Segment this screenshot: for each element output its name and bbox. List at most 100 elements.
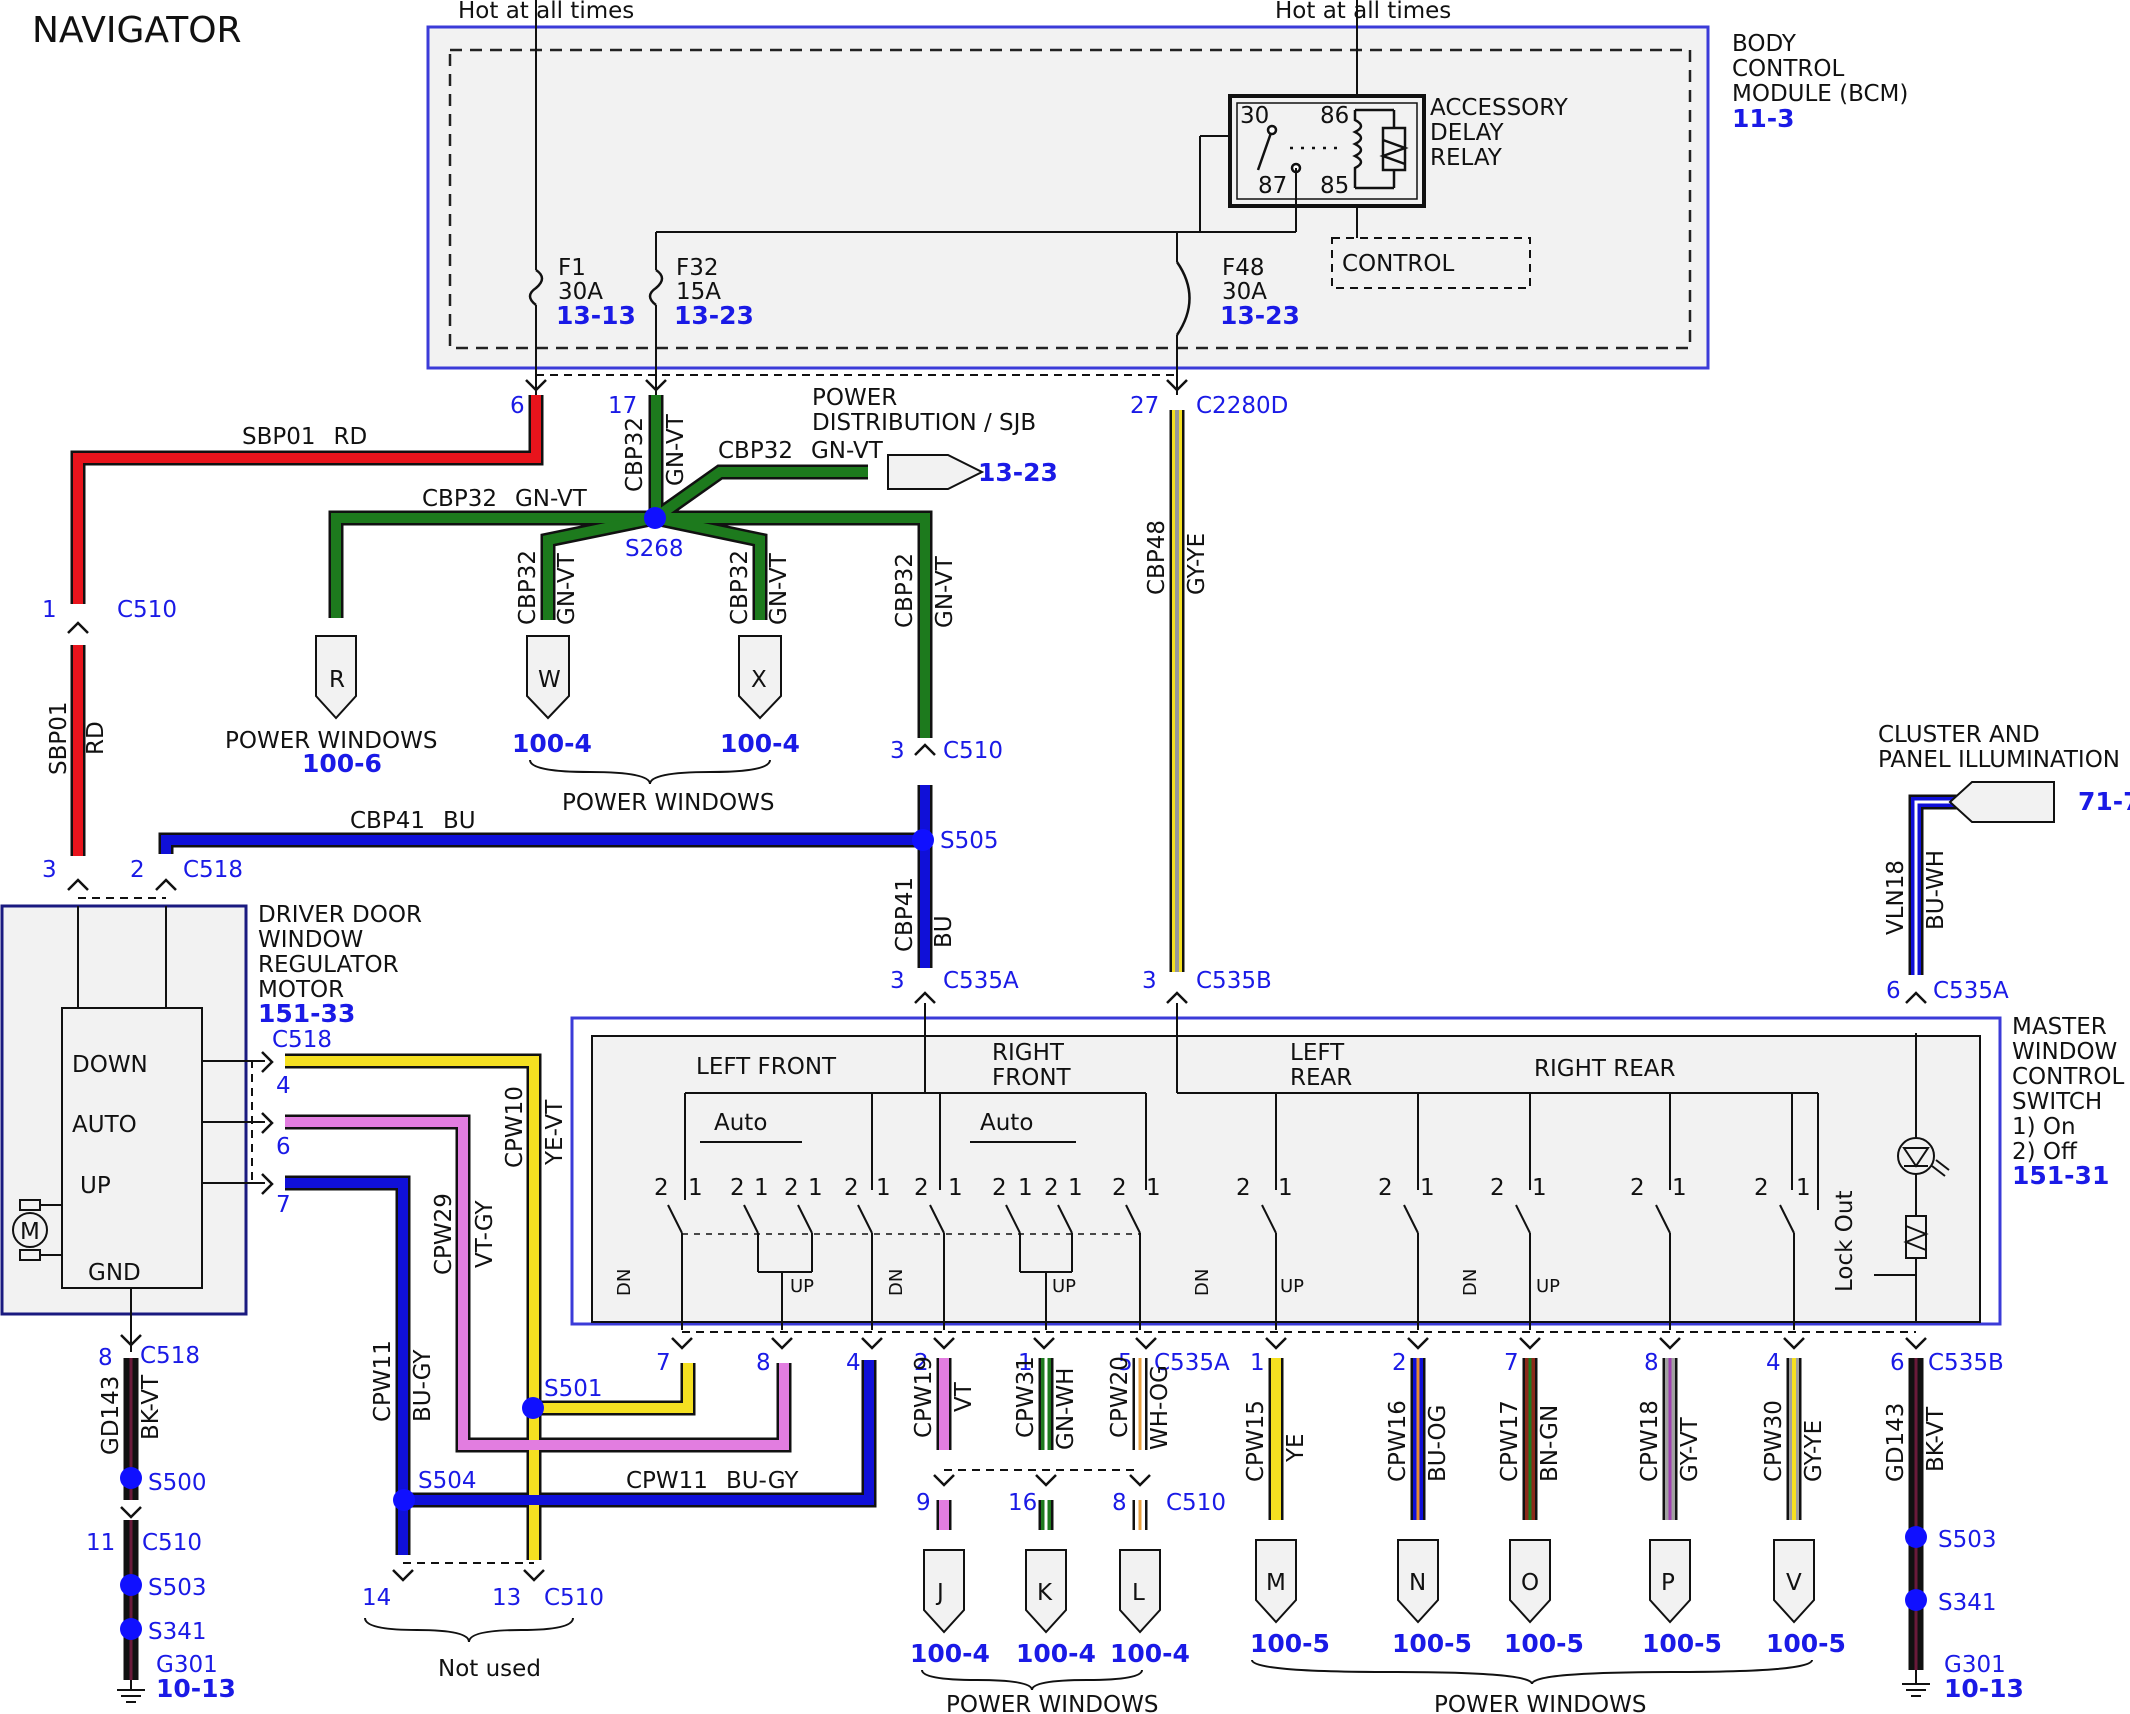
svg-text:2: 2 — [844, 1175, 859, 1201]
connector-v-ref[interactable]: 100-5 — [1766, 1629, 1846, 1658]
relay-inner-box — [1236, 102, 1418, 200]
master-ref[interactable]: 151-31 — [2012, 1161, 2109, 1190]
driver-motor-name-2: WINDOW — [258, 927, 363, 953]
pin-1-c510: 1 — [42, 597, 57, 623]
fuse-f1-ref[interactable]: 13-13 — [556, 301, 636, 330]
connector-w-ref[interactable]: 100-4 — [512, 729, 592, 758]
svg-text:2: 2 — [784, 1175, 799, 1201]
c510-label-cbp41: C510 — [943, 738, 1003, 764]
connector-p-ref[interactable]: 100-5 — [1642, 1629, 1722, 1658]
bcm-ref[interactable]: 11-3 — [1732, 104, 1795, 133]
master-name-5: 1) On — [2012, 1114, 2076, 1140]
fuse-f32-ref[interactable]: 13-23 — [674, 301, 754, 330]
connector-x-ref[interactable]: 100-4 — [720, 729, 800, 758]
connector-o-letter: O — [1521, 1570, 1539, 1596]
svg-text:VLN18: VLN18 — [1883, 860, 1909, 935]
fuse-f48-ref[interactable]: 13-23 — [1220, 301, 1300, 330]
s500-label: S500 — [148, 1470, 207, 1496]
bcm-box — [426, 25, 1710, 370]
s503-left-label: S503 — [148, 1575, 207, 1601]
svg-text:BN-GN: BN-GN — [1537, 1405, 1563, 1482]
driver-motor-name-1: DRIVER DOOR — [258, 902, 422, 928]
svg-text:CPW29: CPW29 — [431, 1193, 457, 1275]
g301-right-ref[interactable]: 10-13 — [1944, 1674, 2024, 1703]
master-name-3: CONTROL — [2012, 1064, 2125, 1090]
cluster-ref[interactable]: 71-7 — [2078, 787, 2130, 816]
master-input-arrows — [914, 991, 1927, 1004]
wire-sbp01-red — [70, 395, 544, 856]
fuse-f1-name: F1 — [558, 255, 586, 281]
brace-jkl — [921, 1669, 1143, 1691]
power-dist-ref[interactable]: 13-23 — [978, 458, 1058, 487]
svg-text:VT-GY: VT-GY — [472, 1200, 498, 1268]
svg-text:CBP48: CBP48 — [1144, 520, 1170, 595]
svg-text:CBP32: CBP32 — [727, 550, 753, 625]
svg-text:1: 1 — [1068, 1175, 1083, 1201]
svg-text:2: 2 — [1236, 1175, 1251, 1201]
pin-3-c518: 3 — [42, 857, 57, 883]
svg-text:1: 1 — [1532, 1175, 1547, 1201]
driver-motor-ref[interactable]: 151-33 — [258, 999, 355, 1028]
connector-m-letter: M — [1266, 1570, 1286, 1596]
svg-text:7: 7 — [656, 1350, 671, 1376]
svg-text:GN-VT: GN-VT — [766, 552, 792, 625]
master-switch-inner — [591, 1035, 1981, 1323]
pin-3-c535a: 3 — [890, 968, 905, 994]
svg-text:CPW10: CPW10 — [502, 1086, 528, 1168]
connector-w-letter: W — [538, 667, 561, 693]
connector-j-ref[interactable]: 100-4 — [910, 1639, 990, 1668]
control-label: CONTROL — [1342, 251, 1455, 277]
svg-text:GD143: GD143 — [98, 1376, 124, 1455]
splice-s504 — [393, 1489, 415, 1511]
svg-text:CPW20: CPW20 — [1107, 1356, 1133, 1438]
svg-text:WH-OG: WH-OG — [1147, 1365, 1173, 1450]
splice-s505 — [912, 829, 934, 851]
section-left-front: LEFT FRONT — [696, 1054, 837, 1080]
bcm-name-3: MODULE (BCM) — [1732, 81, 1908, 107]
svg-text:2: 2 — [992, 1175, 1007, 1201]
connector-n-ref[interactable]: 100-5 — [1392, 1629, 1472, 1658]
svg-text:CPW30: CPW30 — [1761, 1400, 1787, 1482]
auto-label-rf: Auto — [980, 1110, 1033, 1136]
connector-shapes-bottom — [923, 1539, 1815, 1634]
svg-text:SBP01: SBP01 — [46, 701, 72, 775]
connector-r-ref[interactable]: 100-6 — [302, 749, 382, 778]
svg-text:8: 8 — [1644, 1350, 1659, 1376]
switch-dn-lr: DN — [1192, 1269, 1213, 1296]
cbp32-label-w: CBP32 — [515, 550, 541, 625]
driver-input-up: UP — [80, 1173, 111, 1199]
connector-k-ref[interactable]: 100-4 — [1016, 1639, 1096, 1668]
sbp01-color-vert: RD — [83, 721, 109, 755]
c510-label-not-used: C510 — [544, 1585, 604, 1611]
c518-arrow-gnd — [120, 1334, 142, 1347]
connector-o-ref[interactable]: 100-5 — [1504, 1629, 1584, 1658]
relay-name-3: RELAY — [1430, 145, 1503, 171]
g301-left-ref[interactable]: 10-13 — [156, 1674, 236, 1703]
cluster-line-2: PANEL ILLUMINATION — [1878, 747, 2120, 773]
switch-up-rf: UP — [1052, 1276, 1076, 1297]
svg-text:2: 2 — [1754, 1175, 1769, 1201]
connector-m-ref[interactable]: 100-5 — [1250, 1629, 1330, 1658]
power-windows-label-mv: POWER WINDOWS — [1434, 1692, 1646, 1714]
g301-left-label: G301 — [156, 1652, 218, 1678]
ground-icon-left — [117, 1680, 145, 1703]
pin-8-c518: 8 — [98, 1345, 113, 1371]
connector-l-ref[interactable]: 100-4 — [1110, 1639, 1190, 1668]
connector-x-letter: X — [751, 667, 767, 693]
ground-icon-right — [1902, 1670, 1930, 1697]
svg-text:CBP32: CBP32 — [622, 417, 648, 492]
relay-pin-30: 30 — [1240, 103, 1269, 129]
driver-input-gnd: GND — [88, 1260, 141, 1286]
vln18-label: VLN18 — [1883, 860, 1909, 935]
output-wire-labels: CPW19 VT CPW31 GN-WH CPW20 WH-OG CPW15 Y… — [911, 1356, 1827, 1482]
svg-text:BK-VT: BK-VT — [1923, 1406, 1949, 1472]
svg-text:CPW11: CPW11 — [370, 1340, 396, 1422]
svg-text:1: 1 — [754, 1175, 769, 1201]
s341-left-label: S341 — [148, 1619, 207, 1645]
relay-pin-87: 87 — [1258, 173, 1287, 199]
auto-label-lf: Auto — [714, 1110, 767, 1136]
svg-text:DN: DN — [1460, 1269, 1481, 1296]
driver-motor-name-4: MOTOR — [258, 977, 344, 1003]
